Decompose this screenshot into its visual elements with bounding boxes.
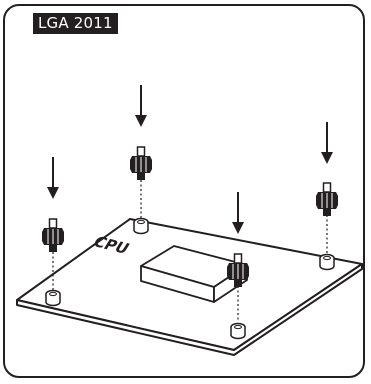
mounting-hole [230, 322, 246, 340]
cpu-chip-label: CPU [90, 233, 133, 257]
socket-type-label: LGA 2011 [33, 13, 118, 34]
down-arrow-icon [231, 191, 245, 235]
standoff-screw [41, 218, 65, 253]
down-arrow-icon [46, 156, 60, 200]
down-arrow-icon [320, 121, 334, 165]
down-arrow-icon [134, 84, 148, 128]
standoff-screw [315, 182, 339, 217]
mounting-hole [319, 253, 335, 271]
mounting-hole [45, 289, 61, 307]
standoff-screw [129, 146, 153, 181]
alignment-guides [52, 180, 328, 322]
mounting-hole [133, 217, 149, 235]
